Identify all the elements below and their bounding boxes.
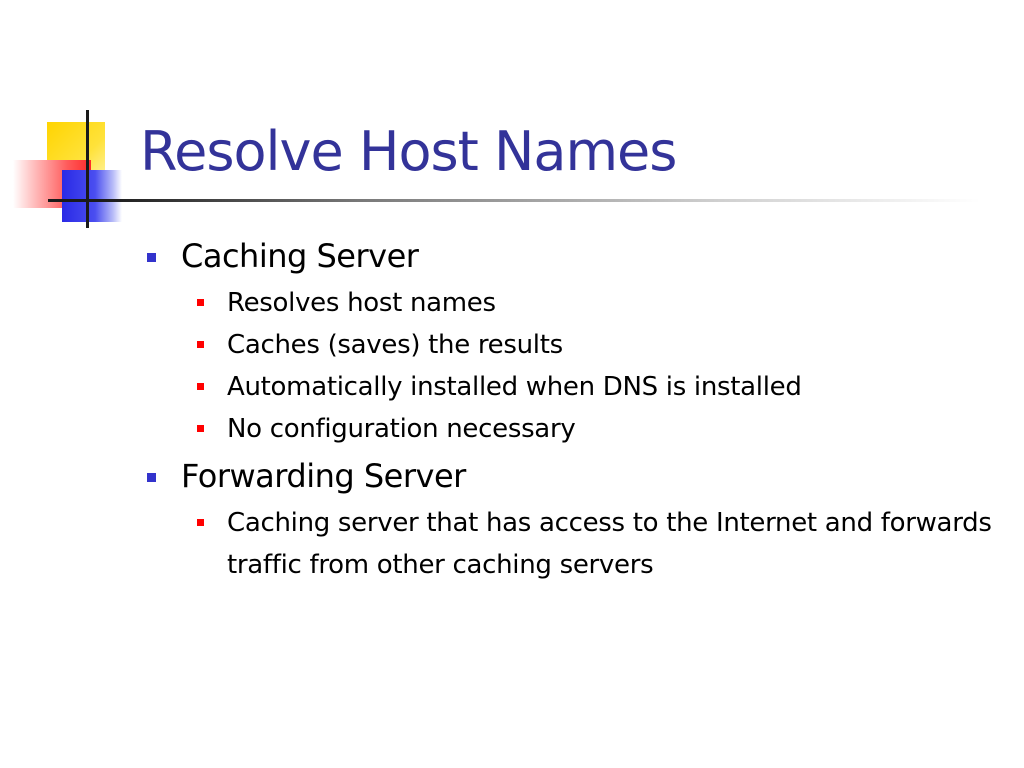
square-bullet-icon: [197, 425, 204, 432]
sub-bullet-text: No configuration necessary: [227, 414, 576, 444]
title-underline-rule: [100, 199, 980, 202]
blue-square: [62, 170, 122, 222]
square-bullet-icon: [197, 519, 204, 526]
square-bullet-icon: [197, 341, 204, 348]
square-bullet-icon: [197, 299, 204, 306]
bullet-item-caching-server: Caching Server: [145, 236, 1005, 276]
square-bullet-icon: [197, 383, 204, 390]
sub-bullet-text: Caching server that has access to the In…: [227, 508, 992, 580]
slide-title: Resolve Host Names: [140, 120, 677, 183]
horizontal-line: [48, 199, 134, 202]
sub-bullet-list: Caching server that has access to the In…: [145, 502, 1005, 586]
sub-bullet-item: Resolves host names: [145, 282, 1005, 324]
sub-bullet-item: Caching server that has access to the In…: [145, 502, 1005, 586]
bullet-text: Caching Server: [181, 237, 419, 275]
sub-bullet-text: Automatically installed when DNS is inst…: [227, 372, 802, 402]
sub-bullet-text: Resolves host names: [227, 288, 496, 318]
vertical-line: [86, 110, 89, 228]
sub-bullet-text: Caches (saves) the results: [227, 330, 563, 360]
bullet-list: Caching Server Resolves host names Cache…: [145, 236, 1005, 592]
bullet-text: Forwarding Server: [181, 457, 466, 495]
square-bullet-icon: [147, 473, 156, 482]
sub-bullet-item: No configuration necessary: [145, 408, 1005, 450]
bullet-item-forwarding-server: Forwarding Server: [145, 456, 1005, 496]
sub-bullet-item: Caches (saves) the results: [145, 324, 1005, 366]
sub-bullet-list: Resolves host names Caches (saves) the r…: [145, 282, 1005, 450]
sub-bullet-item: Automatically installed when DNS is inst…: [145, 366, 1005, 408]
square-bullet-icon: [147, 253, 156, 262]
decorative-logo-blocks: [0, 0, 140, 240]
